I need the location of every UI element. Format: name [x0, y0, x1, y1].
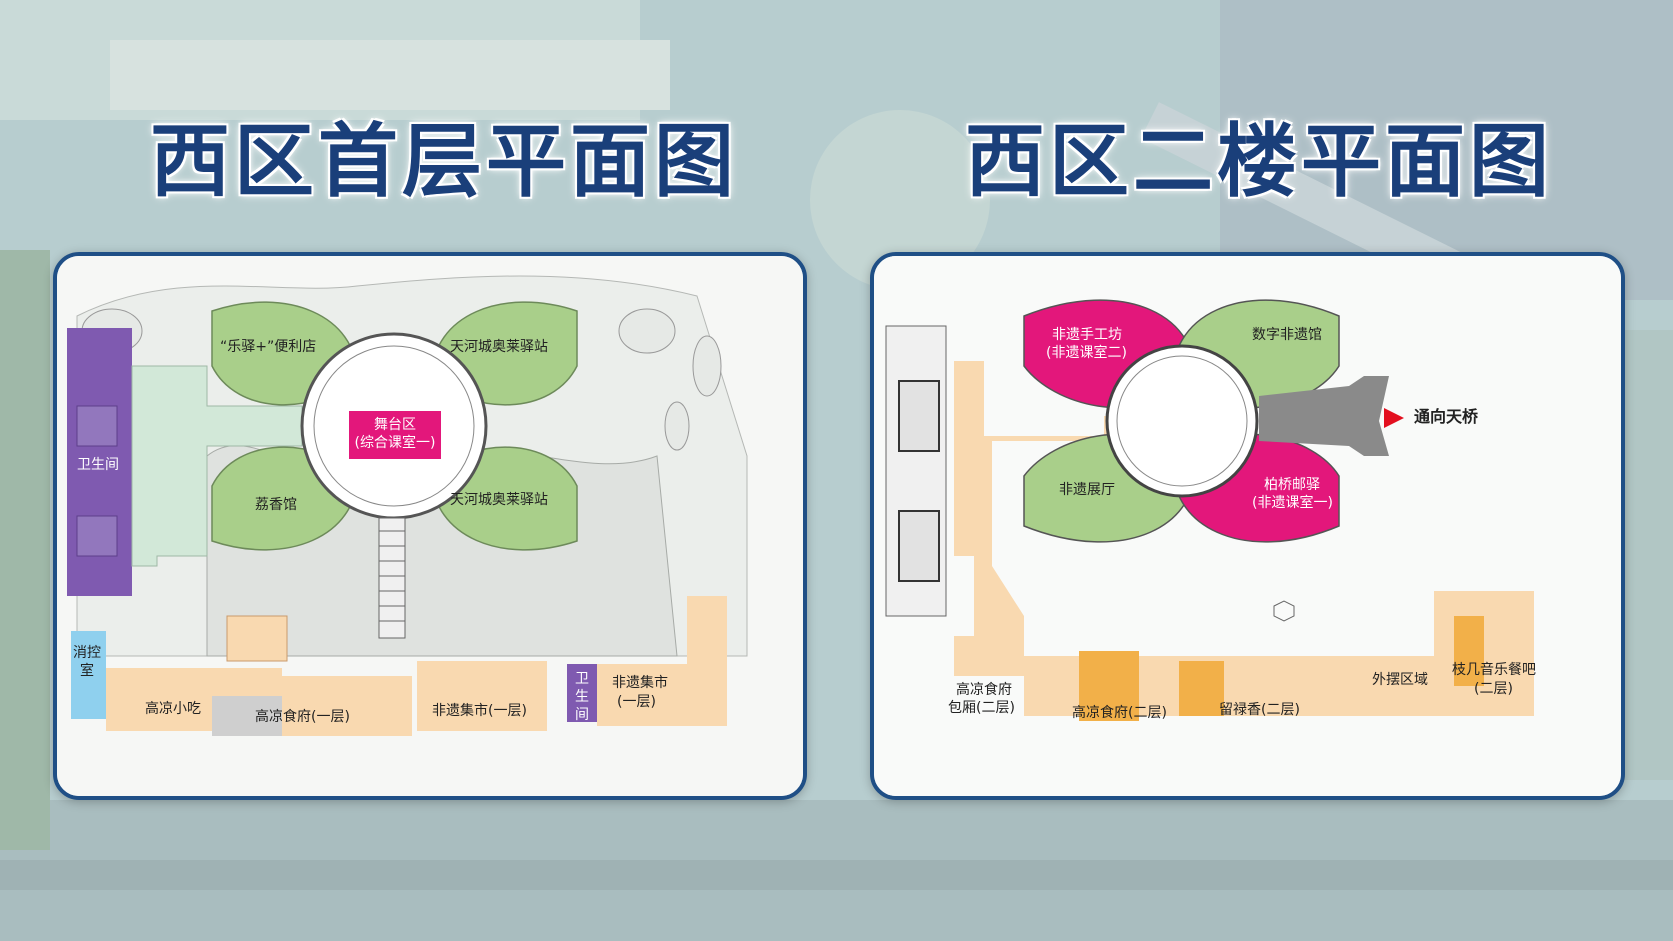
label-heritage-market-line2: (一层) [617, 694, 656, 710]
label-to-skybridge: 通向天桥 [1414, 407, 1479, 426]
skybridge-arrow-icon [1384, 408, 1404, 428]
label-tianhe-post-top: 天河城奥莱驿站 [450, 339, 548, 355]
label-outdoor-area: 外摆区域 [1372, 672, 1428, 688]
label-convenience-store: “乐驿+”便利店 [220, 339, 317, 355]
stage-area [349, 411, 441, 459]
second-floor-map: 非遗手工坊 (非遗课室二) 数字非遗馆 通向天桥 非遗展厅 柏桥邮驿 (非遗课室… [870, 252, 1625, 800]
second-floor-plan-drawing [874, 256, 1621, 796]
second-floor-title: 西区二楼平面图 [965, 115, 1553, 208]
ground-floor-plan-drawing [57, 256, 803, 796]
label-music-bar-line1: 枝几音乐餐吧 [1452, 662, 1536, 678]
label-workshop-line1: 非遗手工坊 [1052, 327, 1122, 343]
label-tianhe-post-bottom: 天河城奥莱驿站 [450, 492, 548, 508]
label-fire-control: 消控室 [73, 645, 101, 679]
label-restroom-left: 卫生间 [77, 457, 119, 473]
label-music-bar-line2: (二层) [1474, 681, 1513, 697]
small-restroom-block [567, 664, 597, 722]
label-gaoliang-restaurant-2f: 高凉食府(二层) [1072, 705, 1167, 721]
ground-floor-map: “乐驿+”便利店 天河城奥莱驿站 舞台区 (综合课室一) 荔香馆 天河城奥莱驿站… [53, 252, 807, 800]
label-stage-line2: (综合课室一) [354, 435, 436, 451]
label-post-line1: 柏桥邮驿 [1264, 477, 1320, 493]
label-gaoliang-restaurant-1f: 高凉食府(一层) [255, 709, 350, 725]
label-heritage-market-1f: 非遗集市(一层) [432, 703, 527, 719]
fire-control-block [71, 631, 106, 719]
ground-floor-title: 西区首层平面图 [150, 115, 738, 208]
label-liulu-2f: 留禄香(二层) [1219, 702, 1300, 718]
label-post-line2: (非遗课室一) [1252, 495, 1333, 511]
label-restroom-small: 卫生间 [575, 671, 589, 723]
label-gaoliang-box-line2: 包厢(二层) [948, 700, 1015, 716]
label-workshop-line2: (非遗课室二) [1046, 345, 1127, 361]
label-gaoliang-box-line1: 高凉食府 [956, 682, 1012, 698]
label-heritage-market-line1: 非遗集市 [612, 675, 668, 691]
label-gaoliang-snack: 高凉小吃 [145, 701, 201, 717]
label-lixiang: 荔香馆 [255, 497, 297, 513]
label-exhibition-hall: 非遗展厅 [1059, 482, 1115, 498]
label-stage-line1: 舞台区 [374, 417, 416, 433]
label-digital-heritage: 数字非遗馆 [1252, 327, 1322, 343]
